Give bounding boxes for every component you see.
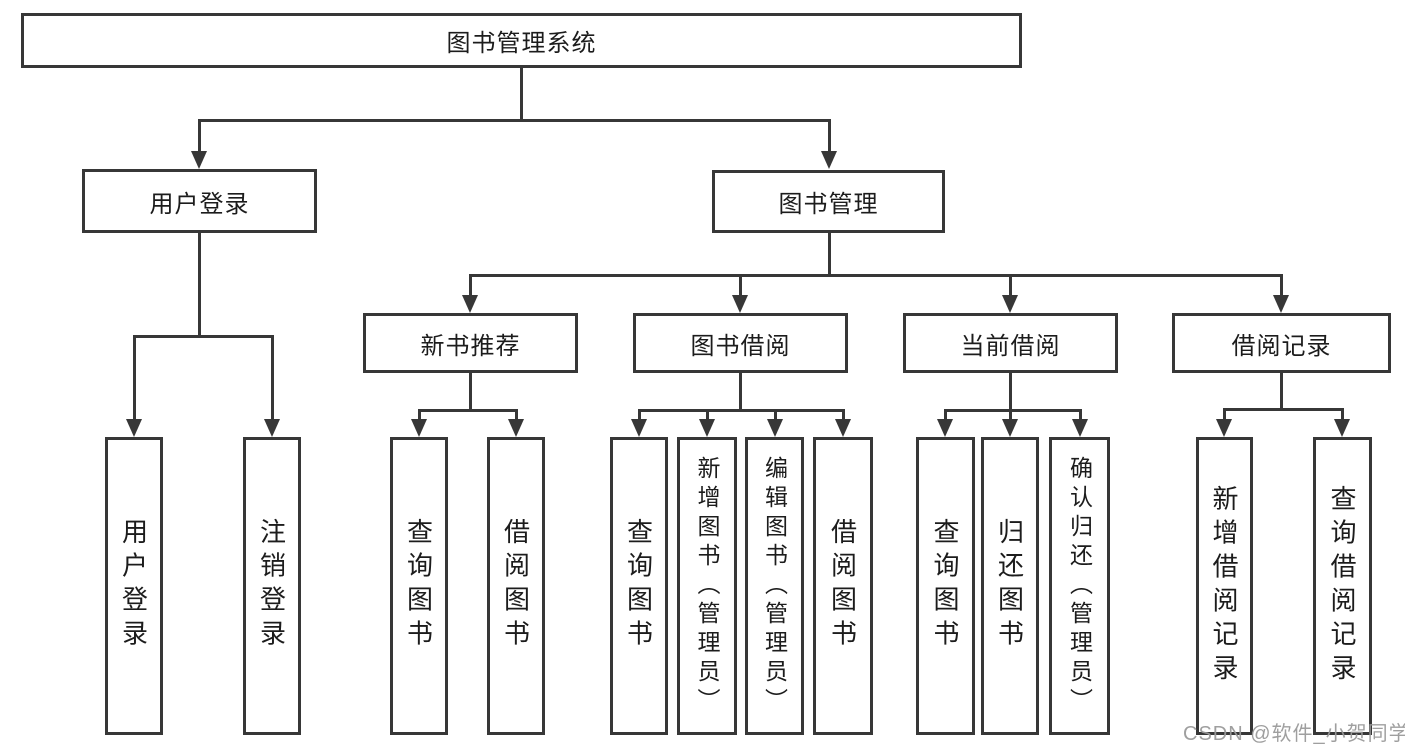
arrow-down-icon xyxy=(1002,419,1018,437)
arrow-down-icon xyxy=(767,419,783,437)
connector-level3 xyxy=(468,274,1283,277)
connector-arrow-current-borrow xyxy=(1008,274,1012,297)
node-label: 编辑图书（管理员） xyxy=(761,455,788,717)
connector-arrow-book-mgmt xyxy=(827,119,831,155)
node-label: 借阅记录 xyxy=(1231,332,1332,360)
node-label: 归还图书 xyxy=(994,518,1025,654)
connector-book-mgmt-stub xyxy=(827,233,831,277)
arrow-down-icon xyxy=(821,151,837,169)
connector-root-stub xyxy=(519,68,523,122)
leaf-add-borrow-record: 新增借阅记录 xyxy=(1196,437,1253,735)
connector-arrow xyxy=(514,409,518,421)
node-label: 图书管理 xyxy=(778,191,879,218)
connector-borrow-record-stub xyxy=(1279,373,1283,410)
node-label: 新书推荐 xyxy=(420,332,521,360)
connector-arrow xyxy=(943,409,947,421)
arrow-down-icon xyxy=(126,419,142,437)
node-label: 确认归还（管理员） xyxy=(1066,455,1093,717)
node-label: 图书管理系统 xyxy=(446,30,597,57)
leaf-query-books-borrowing: 查询图书 xyxy=(610,437,668,735)
node-label: 用户登录 xyxy=(118,518,149,654)
node-label: 图书借阅 xyxy=(690,332,791,360)
leaf-query-books-current: 查询图书 xyxy=(916,437,975,735)
node-current-borrowing: 当前借阅 xyxy=(903,313,1118,373)
connector-user-login-group xyxy=(132,335,274,338)
leaf-add-book-admin: 新增图书（管理员） xyxy=(677,437,737,735)
arrow-down-icon xyxy=(264,419,280,437)
node-borrowing-records: 借阅记录 xyxy=(1172,313,1391,373)
node-label: 注销登录 xyxy=(256,518,287,654)
arrow-down-icon xyxy=(1273,295,1289,313)
node-label: 借阅图书 xyxy=(827,518,858,654)
node-book-management: 图书管理 xyxy=(712,170,945,233)
leaf-return-book: 归还图书 xyxy=(981,437,1039,735)
node-new-book-recommend: 新书推荐 xyxy=(363,313,578,373)
connector-book-borrow-group xyxy=(637,409,845,412)
node-label: 用户登录 xyxy=(149,190,250,218)
arrow-down-icon xyxy=(732,295,748,313)
arrow-down-icon xyxy=(1334,419,1350,437)
arrow-down-icon xyxy=(631,419,647,437)
connector-borrow-record-group xyxy=(1222,408,1344,411)
node-label: 借阅图书 xyxy=(500,518,531,654)
connector-arrow xyxy=(1008,409,1012,421)
connector-arrow-leaf-login xyxy=(132,335,136,421)
connector-arrow-borrow-record xyxy=(1279,274,1283,297)
connector-arrow xyxy=(773,409,777,421)
connector-arrow xyxy=(1222,408,1226,421)
node-book-borrowing: 图书借阅 xyxy=(633,313,848,373)
arrow-down-icon xyxy=(508,419,524,437)
watermark: CSDN @软件_小贺同学 xyxy=(1183,723,1405,745)
connector-arrow xyxy=(841,409,845,421)
connector-arrow-book-borrow xyxy=(738,274,742,297)
arrow-down-icon xyxy=(1072,419,1088,437)
node-label: 查询图书 xyxy=(623,518,654,654)
node-label: 当前借阅 xyxy=(960,332,1061,360)
node-label: 新增借阅记录 xyxy=(1209,484,1239,688)
leaf-logout: 注销登录 xyxy=(243,437,301,735)
arrow-down-icon xyxy=(1216,419,1232,437)
connector-arrow xyxy=(637,409,641,421)
connector-current-borrow-group xyxy=(943,409,1082,412)
arrow-down-icon xyxy=(1002,295,1018,313)
connector-arrow-user-login xyxy=(197,119,201,155)
leaf-query-borrow-record: 查询借阅记录 xyxy=(1313,437,1372,735)
connector-new-rec-group xyxy=(417,409,518,412)
node-label: 新增图书（管理员） xyxy=(694,455,720,717)
connector-arrow-leaf-logout xyxy=(270,335,274,421)
leaf-edit-book-admin: 编辑图书（管理员） xyxy=(745,437,804,735)
node-library-system: 图书管理系统 xyxy=(21,13,1022,68)
arrow-down-icon xyxy=(835,419,851,437)
leaf-confirm-return-admin: 确认归还（管理员） xyxy=(1049,437,1110,735)
leaf-borrow-books-borrowing: 借阅图书 xyxy=(813,437,873,735)
leaf-user-login: 用户登录 xyxy=(105,437,163,735)
connector-user-login-stub xyxy=(197,233,201,338)
connector-arrow xyxy=(705,409,709,421)
node-label: 查询图书 xyxy=(930,518,960,654)
node-user-login: 用户登录 xyxy=(82,169,317,233)
node-label: 查询图书 xyxy=(403,518,434,654)
connector-current-borrow-stub xyxy=(1008,373,1012,411)
connector-book-borrow-stub xyxy=(738,373,742,411)
leaf-query-books-recommend: 查询图书 xyxy=(390,437,448,735)
connector-arrow-new-rec xyxy=(468,274,472,297)
arrow-down-icon xyxy=(937,419,953,437)
connector-arrow xyxy=(1340,408,1344,421)
node-label: 查询借阅记录 xyxy=(1327,484,1357,688)
arrow-down-icon xyxy=(191,151,207,169)
arrow-down-icon xyxy=(411,419,427,437)
arrow-down-icon xyxy=(462,295,478,313)
connector-arrow xyxy=(1078,409,1082,421)
leaf-borrow-books-recommend: 借阅图书 xyxy=(487,437,545,735)
arrow-down-icon xyxy=(699,419,715,437)
connector-level1 xyxy=(197,119,831,122)
connector-arrow xyxy=(417,409,421,421)
connector-new-rec-stub xyxy=(468,373,472,411)
